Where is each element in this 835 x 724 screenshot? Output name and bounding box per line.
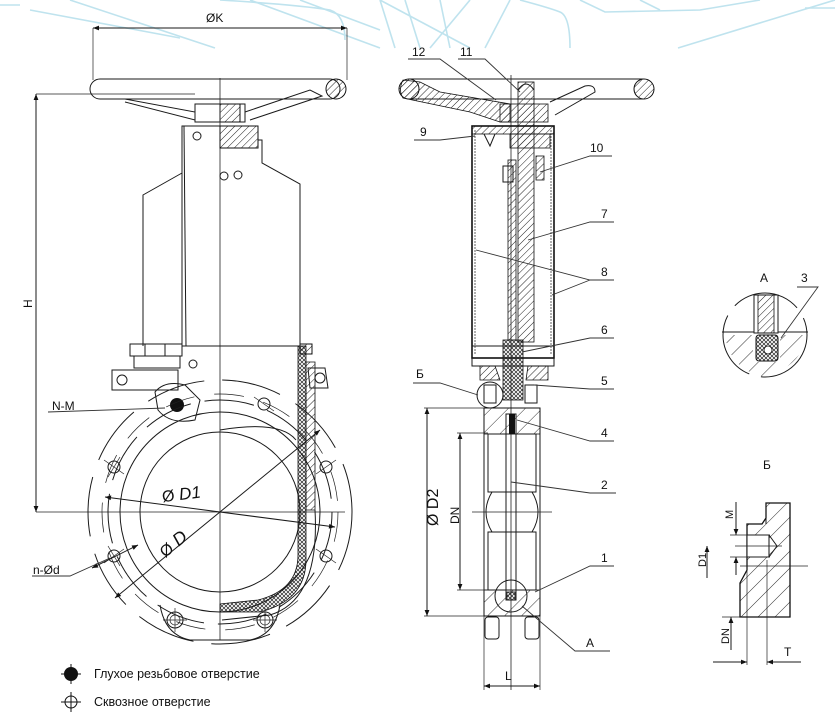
- part-5: 5: [601, 374, 608, 388]
- part-6: 6: [601, 323, 608, 337]
- detail-a-title: А: [760, 271, 768, 285]
- detail-b-m: M: [724, 510, 736, 519]
- label-n-d: n-Ød: [33, 563, 60, 577]
- part-11: 11: [460, 45, 473, 59]
- legend-item: Сквозное отверстие: [60, 688, 260, 716]
- label-n-m: N-M: [52, 399, 75, 413]
- legend-label: Глухое резьбовое отверстие: [94, 667, 260, 681]
- part-2: 2: [601, 478, 608, 492]
- part-9: 9: [420, 125, 427, 139]
- dim-label-d: Ø D: [155, 526, 191, 561]
- detail-b: Б M D1 DN T: [697, 458, 808, 665]
- section-view: Ø D2 DN L 12 11 9 10 7 8 6 5: [398, 45, 655, 690]
- dim-label-dn: DN: [448, 507, 462, 524]
- dim-label-l: L: [505, 669, 512, 683]
- callout-a: А: [586, 636, 594, 650]
- legend-item: Глухое резьбовое отверстие: [60, 660, 260, 688]
- front-view: ØK H N: [21, 11, 353, 645]
- dim-label-h: H: [21, 299, 35, 308]
- part-12: 12: [412, 45, 426, 59]
- part-callouts: 12 11 9 10 7 8 6 5 4 2 1 А Б: [408, 45, 616, 652]
- through-hole-icon: [61, 692, 81, 712]
- part-8: 8: [601, 265, 608, 279]
- dim-label-k: ØK: [206, 11, 223, 25]
- part-4: 4: [601, 426, 608, 440]
- detail-b-d1: D1: [697, 553, 709, 567]
- background-pattern: [0, 0, 835, 49]
- dim-label-d1: Ø D1: [161, 483, 202, 507]
- detail-b-t: T: [784, 645, 792, 659]
- legend-label: Сквозное отверстие: [94, 695, 211, 709]
- legend: Глухое резьбовое отверстие Сквозное отве…: [60, 660, 260, 716]
- part-10: 10: [590, 141, 604, 155]
- callout-b: Б: [416, 367, 424, 381]
- part-7: 7: [601, 207, 608, 221]
- dim-label-d2: Ø D2: [425, 489, 442, 526]
- blind-threaded-hole-icon: [61, 664, 81, 684]
- detail-a-part-3: 3: [801, 271, 808, 285]
- part-1: 1: [601, 551, 608, 565]
- detail-b-dn: DN: [720, 628, 732, 644]
- detail-a: А 3: [722, 271, 819, 378]
- detail-b-title: Б: [763, 458, 771, 472]
